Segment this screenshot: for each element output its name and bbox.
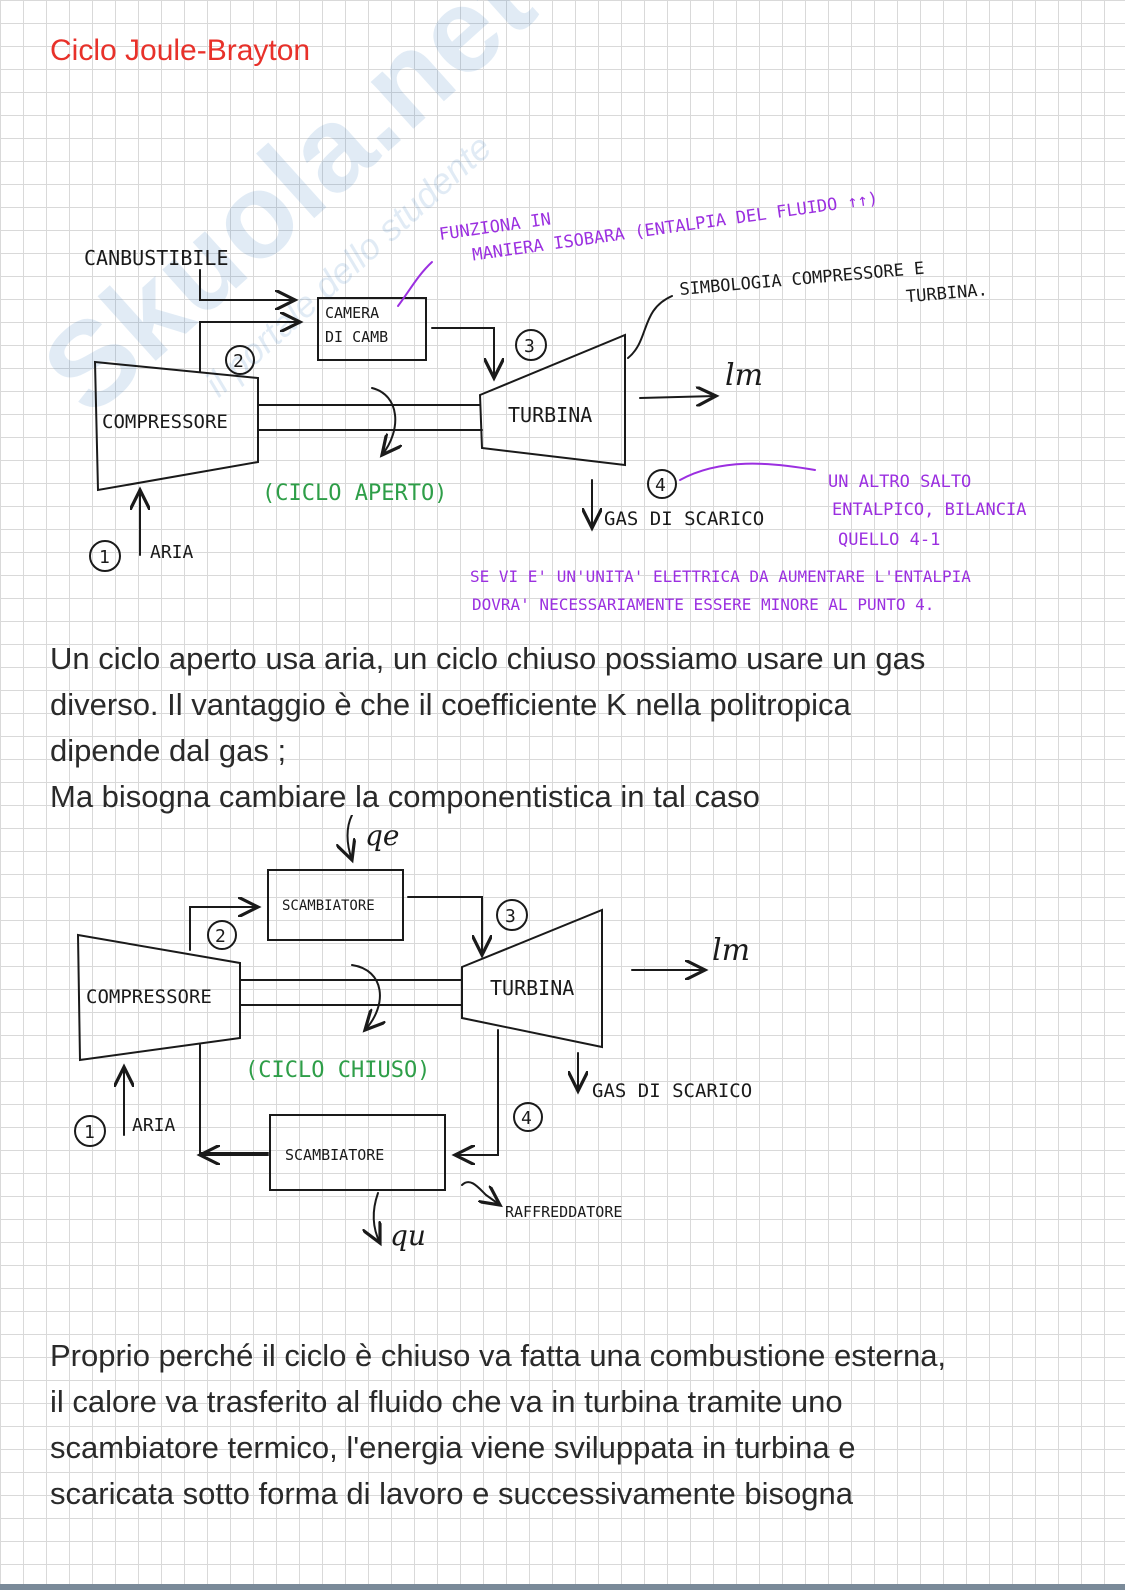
closed-air-label: ARIA bbox=[132, 1115, 176, 1136]
para1-line4: Ma bisogna cambiare la componentistica i… bbox=[50, 779, 760, 814]
salto-note-2: ENTALPICO, BILANCIA bbox=[832, 500, 1026, 520]
work-label: lm bbox=[725, 358, 763, 393]
bottom-divider bbox=[0, 1584, 1125, 1590]
point-4-label: 4 bbox=[655, 475, 666, 496]
closed-exhaust-label: GAS DI SCARICO bbox=[592, 1080, 752, 1102]
simbologia-note-2: TURBINA. bbox=[905, 280, 988, 307]
para1-line3: dipende dal gas ; bbox=[50, 733, 287, 768]
turbine-label: TURBINA bbox=[508, 403, 592, 427]
point-1-label: 1 bbox=[99, 547, 110, 568]
point-3-label: 3 bbox=[524, 336, 535, 357]
heat-out-label: qu bbox=[390, 1219, 426, 1252]
open-cycle-diagram: CANBUSTIBILE CAMERA DI CAMB COMPRESSORE … bbox=[84, 189, 1026, 614]
turbine-shape-closed bbox=[461, 908, 603, 1049]
para2-line2: il calore va trasferito al fluido che va… bbox=[50, 1384, 843, 1419]
closed-cycle-label: (CICLO CHIUSO) bbox=[245, 1058, 430, 1083]
simbologia-note-1: SIMBOLOGIA COMPRESSORE E bbox=[679, 259, 925, 300]
exhaust-label: GAS DI SCARICO bbox=[604, 508, 764, 530]
bottom-note-2: DOVRA' NECESSARIAMENTE ESSERE MINORE AL … bbox=[472, 595, 934, 614]
closed-cycle-diagram: qe SCAMBIATORE COMPRESSORE TURBINA 2 3 1… bbox=[74, 815, 752, 1252]
compressor-label: COMPRESSORE bbox=[102, 411, 228, 433]
compressor-shape bbox=[93, 360, 259, 492]
combustion-chamber bbox=[317, 297, 427, 361]
closed-work-label: lm bbox=[712, 933, 750, 968]
salto-note-1: UN ALTRO SALTO bbox=[828, 472, 971, 492]
top-exchanger-label: SCAMBIATORE bbox=[282, 898, 375, 914]
closed-point-3-label: 3 bbox=[505, 906, 516, 927]
para1-line2: diverso. Il vantaggio è che il coefficie… bbox=[50, 687, 851, 722]
page-title: Ciclo Joule-Brayton bbox=[50, 34, 311, 67]
heat-exchanger-top bbox=[267, 869, 404, 941]
paragraph-open-vs-closed: Un ciclo aperto usa aria, un ciclo chius… bbox=[50, 636, 1090, 820]
para2-line3: scambiatore termico, l'energia viene svi… bbox=[50, 1430, 856, 1465]
closed-point-4-label: 4 bbox=[521, 1108, 532, 1129]
heat-in-label: qe bbox=[365, 819, 400, 852]
point-2-label: 2 bbox=[233, 351, 244, 372]
para2-line1: Proprio perché il ciclo è chiuso va fatt… bbox=[50, 1338, 947, 1373]
turbine-shape bbox=[478, 333, 626, 467]
closed-point-2-label: 2 bbox=[215, 926, 226, 947]
chamber-label-2: DI CAMB bbox=[325, 328, 388, 346]
turbine-label-closed: TURBINA bbox=[490, 976, 574, 1000]
closed-point-1-label: 1 bbox=[84, 1122, 95, 1143]
bottom-exchanger-label: SCAMBIATORE bbox=[285, 1146, 384, 1164]
compressor-label-closed: COMPRESSORE bbox=[86, 986, 212, 1008]
para1-line1: Un ciclo aperto usa aria, un ciclo chius… bbox=[50, 641, 926, 676]
heat-exchanger-bottom bbox=[269, 1114, 446, 1191]
air-label: ARIA bbox=[150, 542, 194, 563]
bottom-note-1: SE VI E' UN'UNITA' ELETTRICA DA AUMENTAR… bbox=[470, 567, 971, 586]
paragraph-closed-cycle: Proprio perché il ciclo è chiuso va fatt… bbox=[50, 1333, 1090, 1517]
cooler-label: RAFFREDDATORE bbox=[505, 1203, 622, 1221]
para2-line4: scaricata sotto forma di lavoro e succes… bbox=[50, 1476, 853, 1511]
fuel-label: CANBUSTIBILE bbox=[84, 246, 229, 270]
open-cycle-label: (CICLO APERTO) bbox=[262, 481, 447, 506]
compressor-shape-closed bbox=[76, 933, 241, 1062]
chamber-label-1: CAMERA bbox=[325, 304, 379, 322]
salto-note-3: QUELLO 4-1 bbox=[838, 530, 940, 550]
